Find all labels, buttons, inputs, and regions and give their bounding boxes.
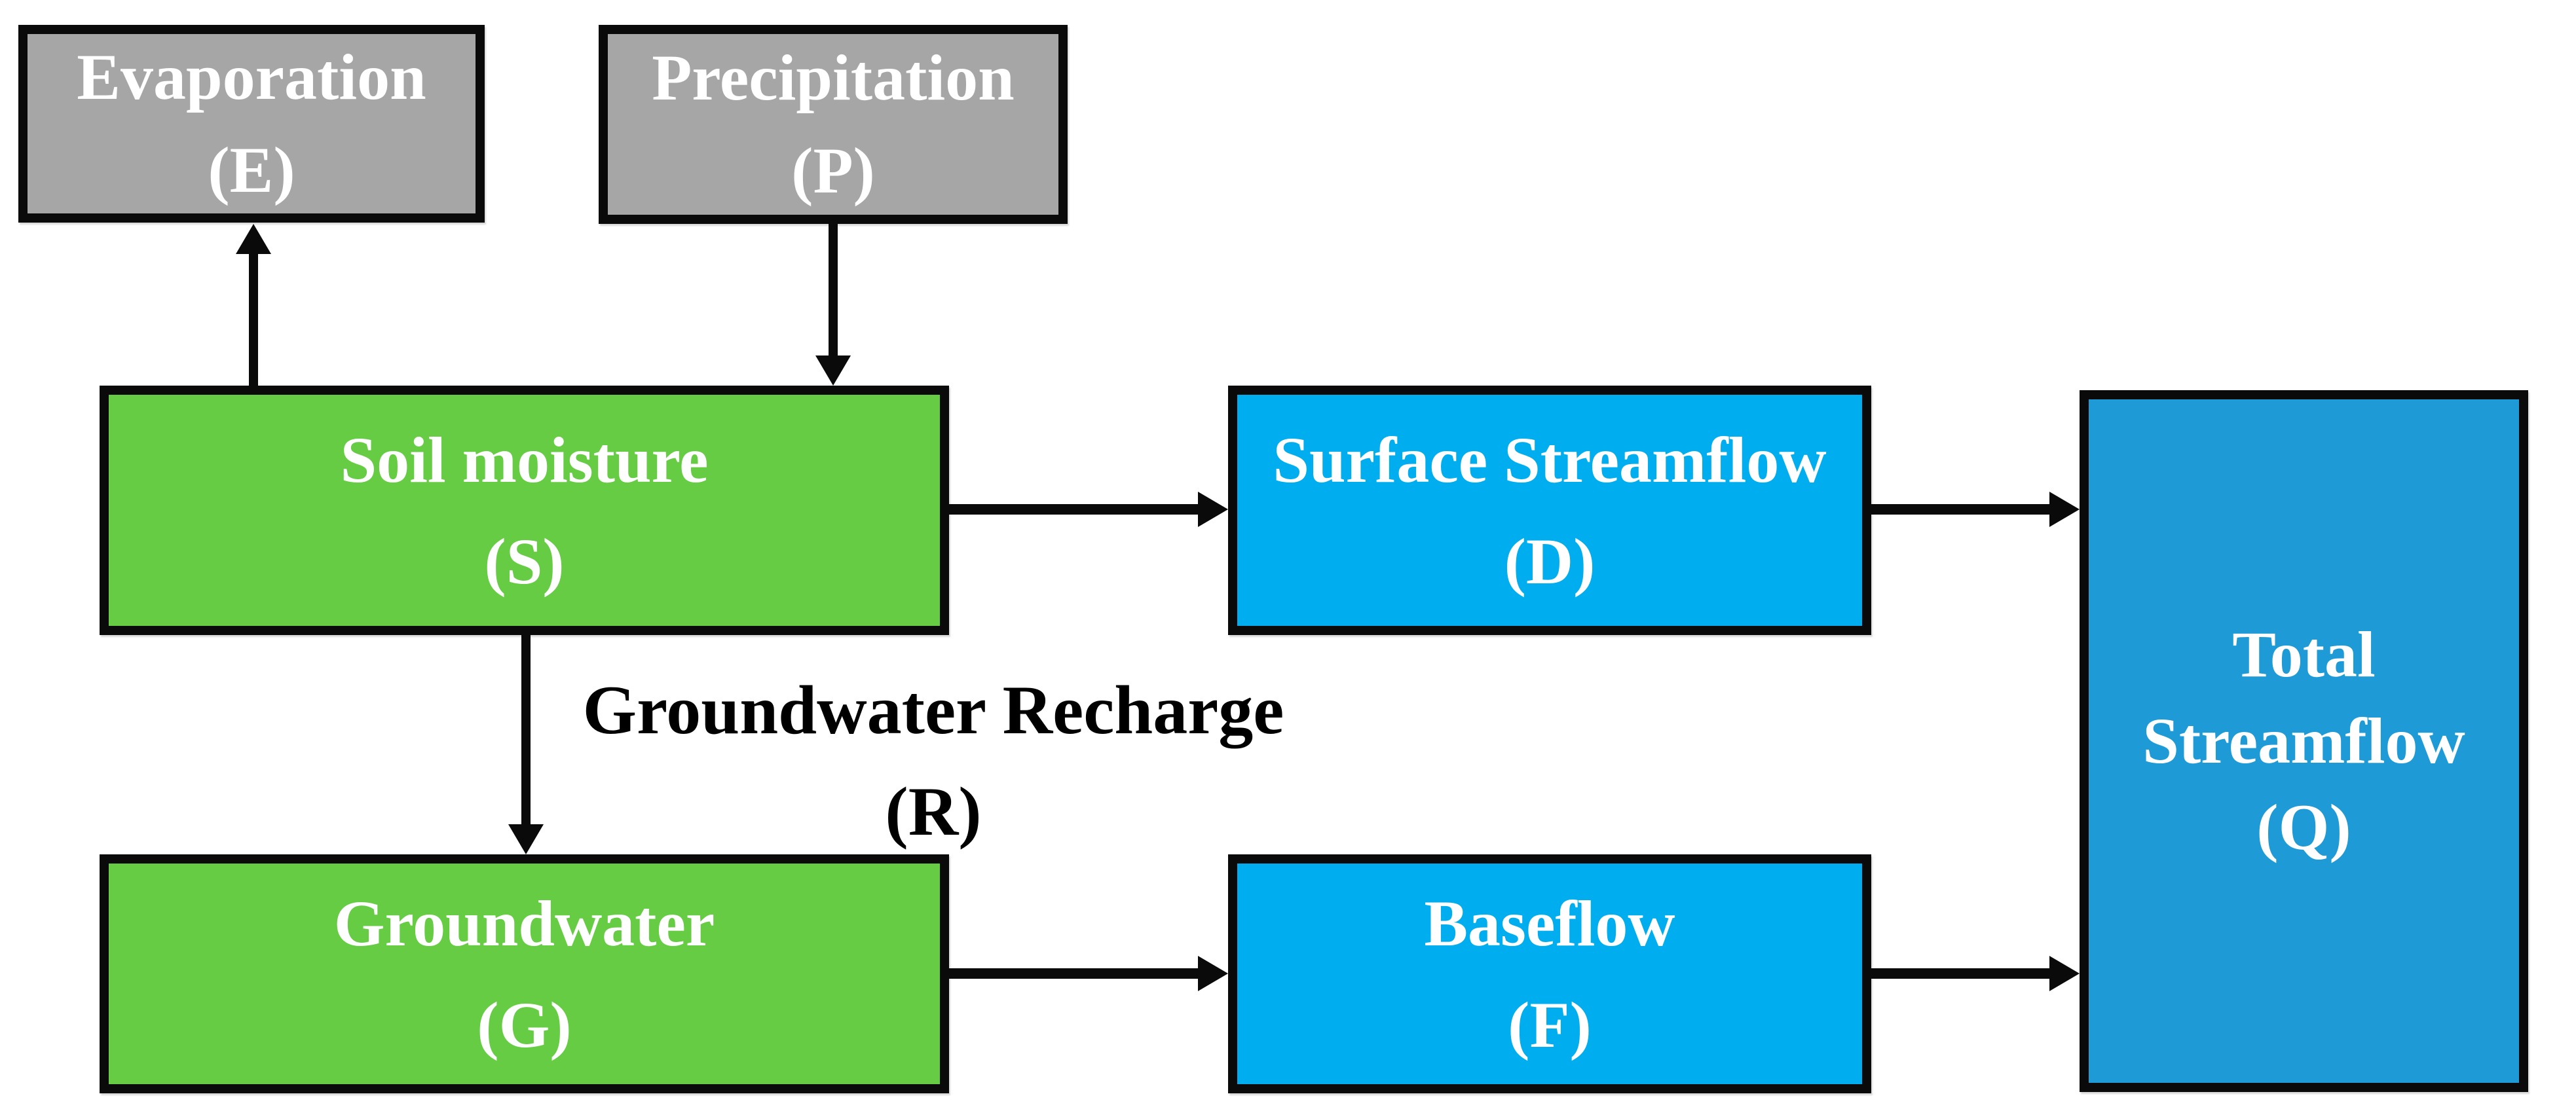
node-surface-streamflow: Surface Streamflow (D) xyxy=(1228,386,1871,635)
node-total-streamflow: Total Streamflow (Q) xyxy=(2080,390,2528,1092)
edge-label-line: Groundwater Recharge xyxy=(582,672,1284,748)
arrow-line xyxy=(949,968,1199,979)
arrow-line xyxy=(829,224,838,357)
arrowhead-right-icon xyxy=(2049,956,2080,991)
node-symbol: (S) xyxy=(484,524,565,598)
arrow-line xyxy=(1871,504,2051,515)
node-groundwater: Groundwater (G) xyxy=(100,854,949,1093)
node-label: Baseflow xyxy=(1424,886,1675,960)
node-baseflow: Baseflow (F) xyxy=(1228,854,1871,1093)
arrowhead-right-icon xyxy=(1198,956,1228,991)
arrow-line xyxy=(249,250,258,386)
node-symbol: (P) xyxy=(791,134,875,207)
node-symbol: (G) xyxy=(477,988,572,1061)
arrowhead-right-icon xyxy=(1198,492,1228,527)
node-label: Evaporation xyxy=(77,41,426,113)
arrow-line xyxy=(521,635,531,826)
node-symbol: (F) xyxy=(1508,988,1592,1061)
arrowhead-down-icon xyxy=(815,355,851,386)
node-label: Soil moisture xyxy=(340,423,709,496)
node-precipitation: Precipitation (P) xyxy=(599,25,1068,224)
node-label: Surface Streamflow xyxy=(1273,423,1827,496)
node-evaporation: Evaporation (E) xyxy=(18,25,485,223)
groundwater-recharge-label: Groundwater Recharge (R) xyxy=(540,660,1326,863)
node-symbol: (E) xyxy=(208,134,295,206)
edge-label-line: (R) xyxy=(885,773,982,850)
arrowhead-down-icon xyxy=(508,824,544,854)
arrowhead-right-icon xyxy=(2049,492,2080,527)
node-label: Precipitation xyxy=(652,41,1015,114)
node-label: Total xyxy=(2232,618,2376,691)
node-symbol: (D) xyxy=(1504,524,1596,598)
arrowhead-up-icon xyxy=(236,224,271,254)
node-symbol: (Q) xyxy=(2256,791,2351,864)
node-label: Streamflow xyxy=(2142,704,2465,777)
arrow-line xyxy=(1871,968,2051,979)
node-label: Groundwater xyxy=(333,886,715,960)
arrow-line xyxy=(949,504,1199,515)
node-soil-moisture: Soil moisture (S) xyxy=(100,386,949,635)
